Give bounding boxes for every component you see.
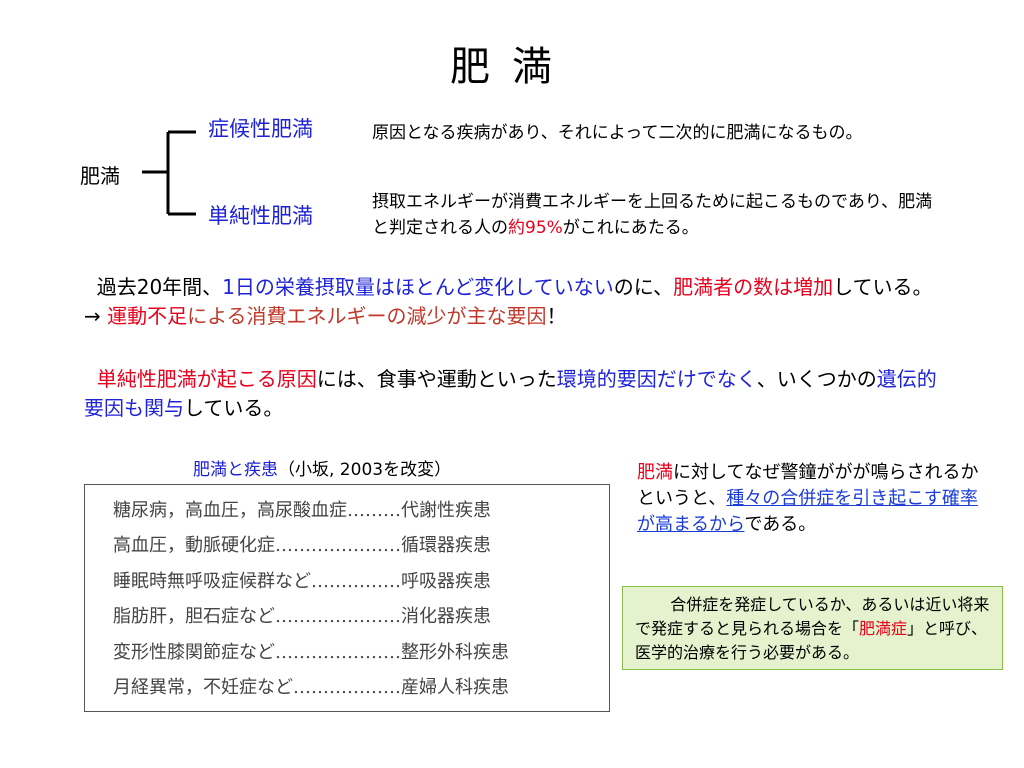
definition-term: 肥満症 [859, 619, 908, 638]
definition-text: 合併症を発症しているか、あるいは近い将来で発症すると見られる場合を「肥満症」と呼… [635, 595, 990, 662]
subtype-symptomatic: 症候性肥満 [208, 117, 313, 141]
disease-table: 糖尿病，高血圧，高尿酸血症………代謝性疾患 高血圧，動脈硬化症…………………循環… [84, 484, 610, 712]
disease-table-caption: 肥満と疾患（小坂, 2003を改変） [193, 460, 452, 480]
disease-row: 高血圧，動脈硬化症…………………循環器疾患 [113, 535, 491, 557]
slide-title: 肥満 [450, 44, 574, 90]
classification-bracket [142, 130, 196, 216]
subtype-simple-desc: 摂取エネルギーが消費エネルギーを上回るために起こるものであり、肥満と判定される人… [372, 192, 933, 238]
complications-link[interactable]: 種々の合併症を引き起こす確率が高まるから [637, 488, 978, 535]
subtype-simple: 単純性肥満 [208, 204, 313, 228]
disease-row: 脂肪肝，胆石症など…………………消化器疾患 [113, 606, 491, 628]
alarm-note: 肥満に対してなぜ警鐘ががが鳴らされるかというと、種々の合併症を引き起こす確率が高… [637, 462, 979, 535]
disease-row: 変形性膝関節症など…………………整形外科疾患 [113, 641, 509, 663]
subtype-symptomatic-desc: 原因となる疾病があり、それによって二次的に肥満になるもの。 [372, 123, 863, 143]
percent-highlight: 約95% [508, 218, 563, 238]
paragraph-causes: 単純性肥満が起こる原因には、食事や運動といった環境的要因だけでなく、いくつかの遺… [84, 367, 937, 420]
disease-row: 月経異常，不妊症など………………産婦人科疾患 [113, 677, 509, 699]
paragraph-intake-trend: 過去20年間、1日の栄養摂取量はほとんど変化していないのに、肥満者の数は増加して… [84, 275, 933, 328]
disease-row: 睡眠時無呼吸症候群など……………呼吸器疾患 [113, 570, 491, 592]
classification-root: 肥満 [80, 164, 120, 188]
disease-row: 糖尿病，高血圧，高尿酸血症………代謝性疾患 [113, 499, 491, 521]
obesity-disease-definition-box: 合併症を発症しているか、あるいは近い将来で発症すると見られる場合を「肥満症」と呼… [622, 586, 1003, 670]
